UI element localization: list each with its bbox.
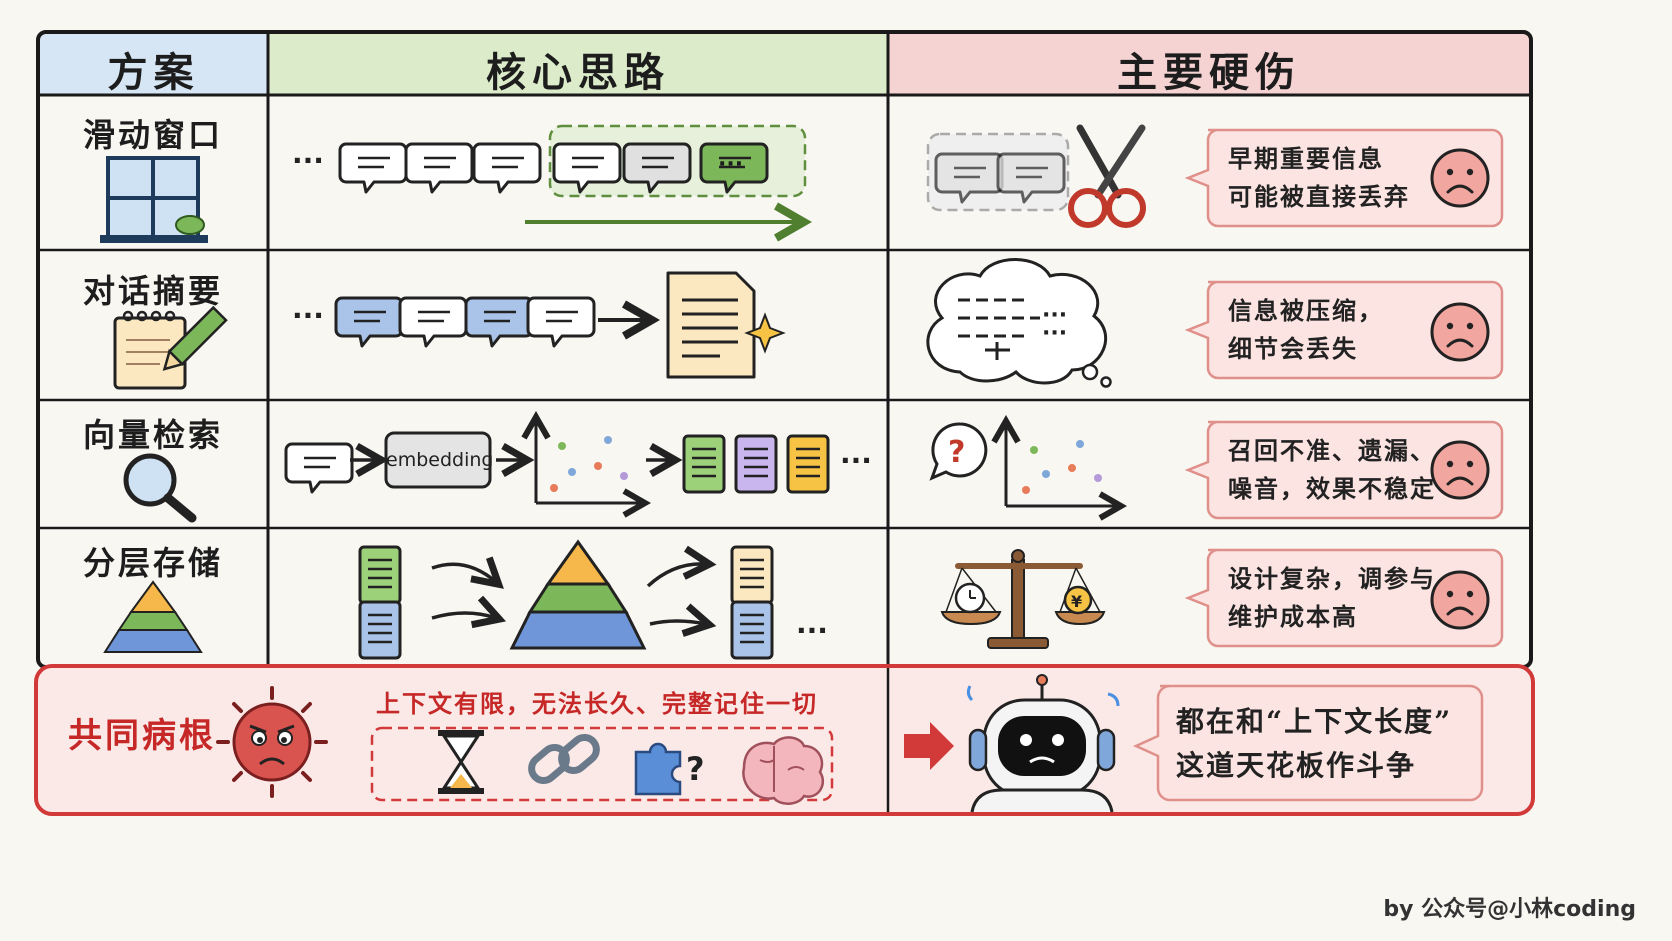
svg-text:···: ···: [840, 444, 872, 477]
robot-icon: [966, 674, 1120, 813]
root-cause-label: 共同病根: [68, 716, 216, 756]
notepad-pencil-icon: [113, 305, 228, 390]
flaw-line: 信息被压缩，: [1228, 296, 1384, 325]
header-plan: 方案: [107, 49, 200, 96]
flaw-text-sliding-window: 早期重要信息 可能被直接丢弃: [1228, 140, 1410, 216]
svg-text:···: ···: [1042, 321, 1067, 346]
flaw-text-summary: 信息被压缩， 细节会丢失: [1228, 292, 1384, 368]
flaw-line: 早期重要信息: [1228, 144, 1384, 173]
header-flaw: 主要硬伤: [1117, 49, 1301, 96]
thought-cloud-icon: ··· ···: [926, 258, 1112, 388]
flaw-line: 召回不准、遗漏、: [1228, 436, 1436, 465]
flaw-line: 设计复杂，调参与: [1228, 564, 1436, 593]
scatter-plot-icon: [536, 420, 642, 503]
svg-text:···: ···: [796, 614, 828, 647]
conclusion-line: 都在和“上下文长度”: [1176, 705, 1453, 738]
conclusion-text: 都在和“上下文长度” 这道天花板作斗争: [1176, 700, 1452, 788]
svg-text:¥: ¥: [1071, 592, 1082, 611]
balance-scale-icon: ¥: [940, 549, 1106, 649]
svg-text:?: ?: [948, 435, 965, 470]
flaw-line: 噪音，效果不稳定: [1228, 474, 1436, 503]
credit-text: by 公众号@小林coding: [1383, 897, 1636, 922]
sad-face-icon: [1430, 148, 1490, 208]
question-bubble-icon: ?: [929, 422, 988, 481]
embedding-label: embedding: [386, 449, 494, 471]
scissors-icon: [1068, 124, 1146, 228]
plan-label-layered-storage: 分层存储: [82, 544, 223, 582]
svg-text:···: ···: [292, 299, 324, 332]
flaw-line: 细节会丢失: [1228, 334, 1358, 363]
flaw-line: 可能被直接丢弃: [1228, 182, 1410, 211]
brain-icon: [742, 736, 825, 805]
broken-chain-icon: [528, 734, 600, 784]
plan-label-vector-search: 向量检索: [82, 416, 223, 454]
root-cause-subtitle: 上下文有限，无法长久、完整记住一切: [376, 689, 818, 718]
flaw-text-vector-search: 召回不准、遗漏、 噪音，效果不稳定: [1228, 432, 1436, 508]
svg-text:?: ?: [686, 750, 705, 788]
header-idea: 核心思路: [486, 49, 670, 96]
conclusion-line: 这道天花板作斗争: [1176, 749, 1417, 782]
flaw-line: 维护成本高: [1228, 602, 1358, 631]
pyramid-icon-large: [509, 539, 647, 650]
svg-text:···: ···: [718, 152, 743, 177]
plan-label-summary: 对话摘要: [82, 272, 223, 310]
svg-text:···: ···: [1042, 303, 1067, 328]
window-icon: [100, 156, 208, 243]
summary-doc-icon: [666, 271, 786, 379]
puzzle-piece-icon: ?: [634, 742, 705, 796]
active-chat-icon: ···: [699, 142, 769, 194]
hourglass-icon: [438, 730, 484, 794]
magnifier-icon: [123, 453, 197, 523]
pyramid-icon-small: [103, 580, 203, 653]
flaw-text-layered-storage: 设计复杂，调参与 维护成本高: [1228, 560, 1436, 636]
plan-label-sliding-window: 滑动窗口: [82, 116, 223, 154]
virus-icon: [216, 686, 328, 798]
svg-text:···: ···: [292, 144, 324, 177]
